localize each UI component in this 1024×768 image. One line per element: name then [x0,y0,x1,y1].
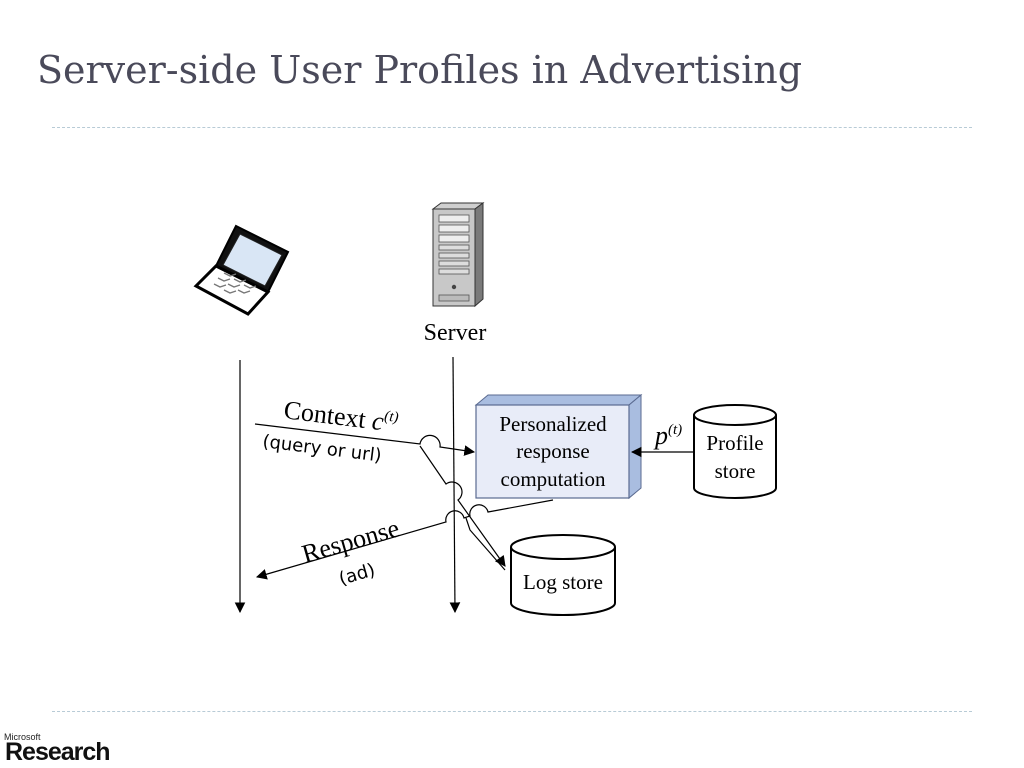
context-superscript: (t) [383,408,399,426]
computation-line-3: computation [501,467,606,491]
computation-box: Personalized response computation [474,393,643,500]
response-sub-label: (ad) [337,560,378,590]
context-log-arrow [419,445,506,567]
context-sub-label: (query or url) [261,431,382,466]
context-variable: c [370,406,385,436]
profile-superscript: (t) [668,422,682,438]
response-log-arrow [465,517,506,571]
title-divider [52,127,972,128]
server-timeline [449,356,461,614]
logo-research-text: Research [5,738,111,766]
server-label: Server [424,320,487,346]
laptop-icon [193,224,290,316]
profile-variable: p [653,421,668,450]
response-arrow [255,499,554,580]
computation-line-1: Personalized [499,412,607,436]
profile-store-line-1: Profile [706,431,763,455]
footer-divider [52,711,972,712]
context-label: Context c(t) [282,395,399,438]
profile-store-line-2: store [715,459,756,483]
server-tower-icon [431,202,485,308]
profile-label: p(t) [653,421,682,450]
microsoft-research-logo: Microsoft Research [4,732,124,766]
profile-store-cylinder: Profile store [693,404,777,499]
computation-line-2: response [516,439,589,463]
context-arrow [254,423,476,456]
log-store-label: Log store [523,570,603,594]
slide-title: Server-side User Profiles in Advertising [37,48,803,92]
response-label: Response [299,513,403,568]
log-store-cylinder: Log store [510,534,616,616]
logo-microsoft-text: Microsoft [4,732,41,742]
